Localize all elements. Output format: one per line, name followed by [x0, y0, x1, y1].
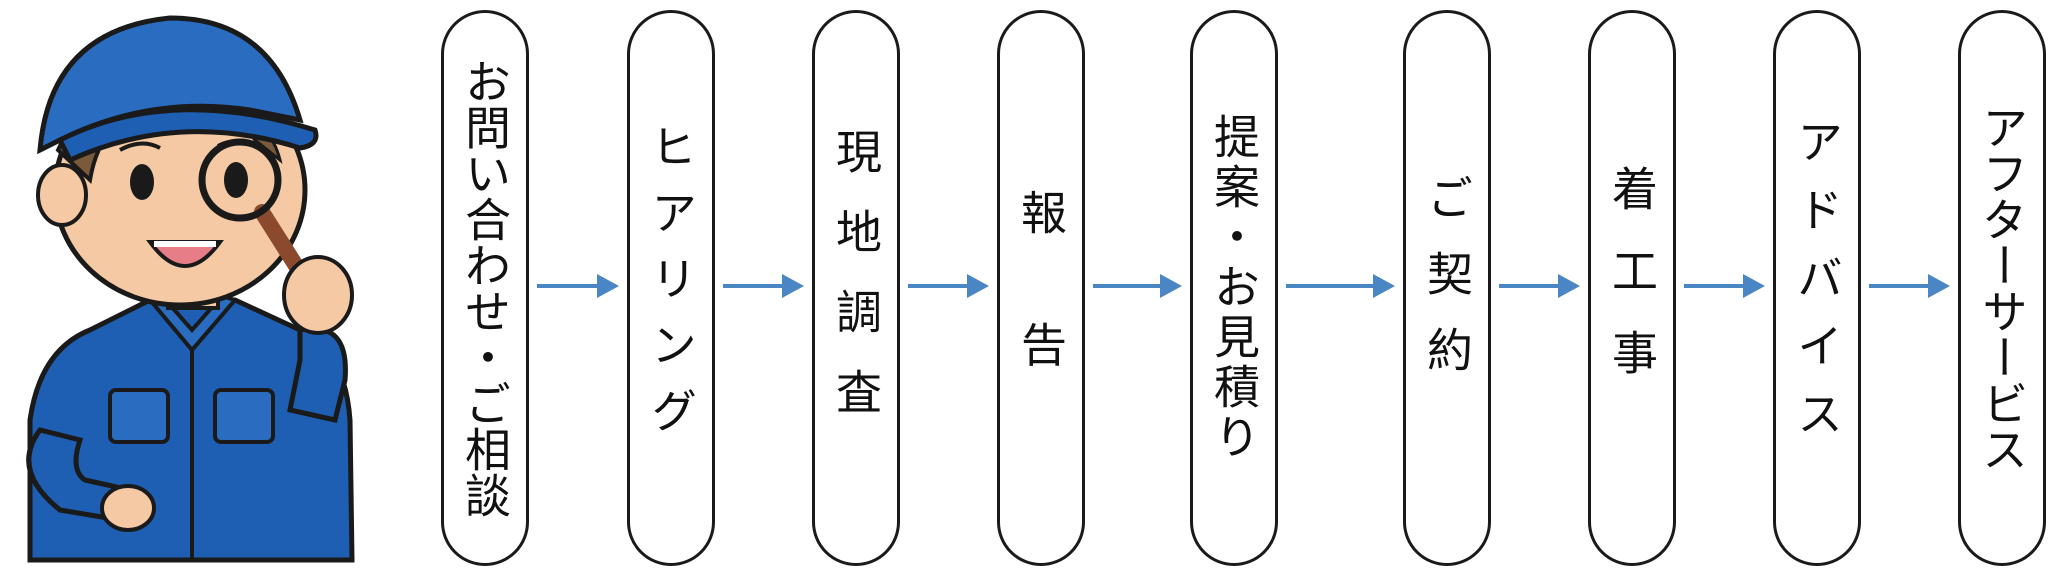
- step-label: 提案・お見積り: [1207, 113, 1261, 463]
- step-5: 提案・お見積り: [1190, 10, 1278, 566]
- step-label: ヒアリング: [644, 123, 698, 453]
- right-arrow-icon: [723, 274, 804, 298]
- right-arrow-icon: [1869, 274, 1950, 298]
- step-6: ご契約: [1403, 10, 1491, 566]
- step-label: 現地調査: [829, 128, 883, 448]
- right-arrow-icon: [908, 274, 989, 298]
- step-label: 報 告: [1014, 189, 1068, 387]
- step-label: ご契約: [1420, 174, 1474, 402]
- step-label: お問い合わせ・ご相談: [458, 58, 512, 518]
- step-3: 現地調査: [812, 10, 900, 566]
- right-arrow-icon: [1499, 274, 1580, 298]
- step-label: アフターサービス: [1975, 104, 2029, 472]
- step-label: 着工事: [1605, 165, 1659, 411]
- step-1: お問い合わせ・ご相談: [441, 10, 529, 566]
- step-4: 報 告: [997, 10, 1085, 566]
- step-2: ヒアリング: [627, 10, 715, 566]
- right-arrow-icon: [1286, 274, 1395, 298]
- step-7: 着工事: [1588, 10, 1676, 566]
- right-arrow-icon: [537, 274, 619, 298]
- right-arrow-icon: [1093, 274, 1182, 298]
- worker-illustration: [26, 15, 355, 563]
- right-arrow-icon: [1684, 274, 1765, 298]
- step-9: アフターサービス: [1958, 10, 2046, 566]
- step-label: アドバイス: [1790, 118, 1844, 458]
- step-8: アドバイス: [1773, 10, 1861, 566]
